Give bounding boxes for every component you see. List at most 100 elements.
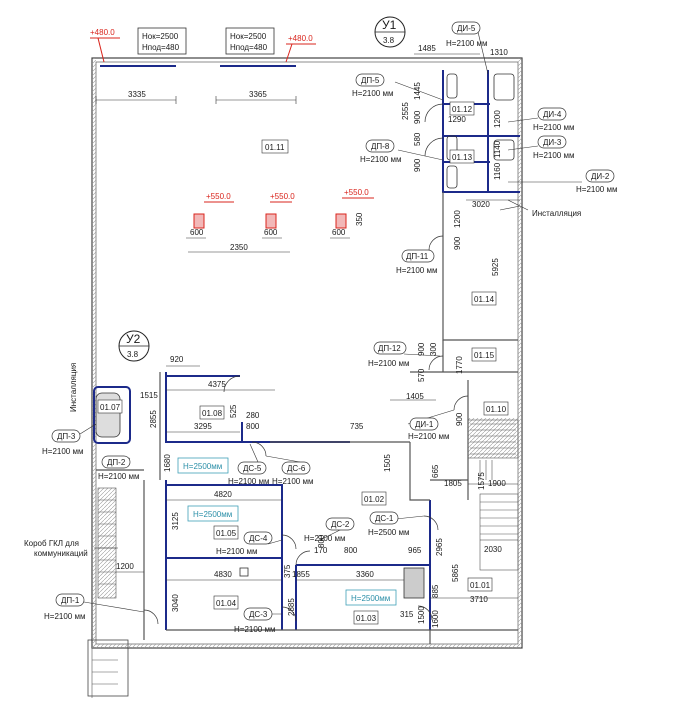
door-ds5-name: ДС-5 xyxy=(243,464,262,473)
dim-315: 315 xyxy=(400,610,414,619)
door-ds2-name: ДС-2 xyxy=(331,520,350,529)
dim-2030: 2030 xyxy=(484,545,502,554)
dim-570: 570 xyxy=(417,368,426,382)
door-di5-height: Н=2100 мм xyxy=(446,39,487,48)
ceiling-tag-1: Н=2500мм xyxy=(183,462,222,471)
leader-lines xyxy=(79,31,582,615)
dim-5865: 5865 xyxy=(451,564,460,582)
stair-right xyxy=(467,419,519,571)
ceiling-tag-2: Н=2500мм xyxy=(193,510,232,519)
header-right-line2: Нпод=480 xyxy=(230,43,268,52)
door-dp2-height: Н=2100 мм xyxy=(98,472,139,481)
dim-1505: 1505 xyxy=(383,454,392,472)
dim-900-c: 900 xyxy=(453,236,462,250)
mark-480-left: +480.0 xyxy=(90,28,115,37)
room-numbers: 01.11 01.12 01.13 01.14 01.15 01.10 01.0… xyxy=(97,101,509,625)
door-dp8-name: ДП-8 xyxy=(371,142,390,151)
room-0112: 01.12 xyxy=(452,105,473,114)
room-0115: 01.15 xyxy=(474,351,495,360)
dim-1485: 1485 xyxy=(418,44,436,53)
dim-3365: 3365 xyxy=(249,90,267,99)
room-0105: 01.05 xyxy=(216,529,237,538)
dim-3360: 3360 xyxy=(356,570,374,579)
dim-2350: 2350 xyxy=(230,243,248,252)
dim-4375: 4375 xyxy=(208,380,226,389)
door-ds4-height: Н=2100 мм xyxy=(216,547,257,556)
dim-1500: 1500 xyxy=(417,606,426,624)
door-dp3-height: Н=2100 мм xyxy=(42,447,83,456)
dim-1405: 1405 xyxy=(406,392,424,401)
door-di4-name: ДИ-4 xyxy=(543,110,562,119)
notes: Инсталляция Инсталляция Короб ГКЛ для ко… xyxy=(24,209,581,558)
room-0103: 01.03 xyxy=(356,614,377,623)
header-box-right: Нок=2500 Нпод=480 xyxy=(225,27,275,55)
dim-885: 885 xyxy=(431,584,440,598)
dim-900-e: 900 xyxy=(455,412,464,426)
door-ds6-name: ДС-6 xyxy=(287,464,306,473)
dim-1515: 1515 xyxy=(140,391,158,400)
door-ds2-height: Н=2100 мм xyxy=(304,534,345,543)
mark-550-b: +550.0 xyxy=(270,192,295,201)
door-dp12-name: ДП-12 xyxy=(378,344,401,353)
dim-600-a: 600 xyxy=(190,228,204,237)
dim-375: 375 xyxy=(283,564,292,578)
dim-350: 350 xyxy=(355,212,364,226)
door-ds5-height: Н=2100 мм xyxy=(228,477,269,486)
dim-800-a: 800 xyxy=(246,422,260,431)
dim-170: 170 xyxy=(314,546,328,555)
room-0110: 01.10 xyxy=(486,405,507,414)
door-di2-height: Н=2100 мм xyxy=(576,185,617,194)
section-u2-name: У2 xyxy=(126,332,141,346)
dim-1855: 1855 xyxy=(292,570,310,579)
header-left-line1: Нок=2500 xyxy=(142,32,179,41)
dim-1200-c: 1200 xyxy=(116,562,134,571)
section-u1-name: У1 xyxy=(382,18,397,32)
dim-1200: 1200 xyxy=(493,110,502,128)
ceiling-tag-3: Н=2500мм xyxy=(351,594,390,603)
dim-5925: 5925 xyxy=(491,258,500,276)
door-dp8-height: Н=2100 мм xyxy=(360,155,401,164)
door-dp3-name: ДП-3 xyxy=(57,432,76,441)
door-di1-height: Н=2100 мм xyxy=(408,432,449,441)
door-dp5-name: ДП-5 xyxy=(361,76,380,85)
dim-4830: 4830 xyxy=(214,570,232,579)
room-0102: 01.02 xyxy=(364,495,385,504)
dim-800-c: 800 xyxy=(344,546,358,555)
door-di3-name: ДИ-3 xyxy=(543,138,562,147)
ceiling-tags: Н=2500мм Н=2500мм Н=2500мм xyxy=(177,457,397,606)
door-ds3-name: ДС-3 xyxy=(249,610,268,619)
section-marker-u1: У1 3.8 xyxy=(374,16,406,48)
door-dp5-height: Н=2100 мм xyxy=(352,89,393,98)
mark-550-c: +550.0 xyxy=(344,188,369,197)
dim-1805: 1805 xyxy=(444,479,462,488)
door-dp1-height: Н=2100 мм xyxy=(44,612,85,621)
section-u1-scale: 3.8 xyxy=(383,36,395,45)
dim-1310: 1310 xyxy=(490,48,508,57)
dim-3295: 3295 xyxy=(194,422,212,431)
room-0113: 01.13 xyxy=(452,153,473,162)
dim-920: 920 xyxy=(170,355,184,364)
section-u2-scale: 3.8 xyxy=(127,350,139,359)
note-gkl-line2: коммуникаций xyxy=(34,549,88,558)
note-installation-left: Инсталляция xyxy=(69,363,78,412)
dim-1680: 1680 xyxy=(163,454,172,472)
elevation-marks: +480.0 +480.0 +550.0 +550.0 +550.0 xyxy=(90,28,369,201)
door-di2-name: ДИ-2 xyxy=(591,172,610,181)
door-dp1-name: ДП-1 xyxy=(61,596,80,605)
door-labels: ДП-5 Н=2100 мм ДИ-5 Н=2100 мм ДИ-4 Н=210… xyxy=(42,21,617,634)
dim-735: 735 xyxy=(350,422,364,431)
room-0111: 01.11 xyxy=(265,143,285,152)
door-dp11-name: ДП-11 xyxy=(406,252,429,261)
dim-600-c: 600 xyxy=(332,228,346,237)
dim-2555: 2555 xyxy=(401,102,410,120)
mark-480-right: +480.0 xyxy=(288,34,313,43)
dim-3335: 3335 xyxy=(128,90,146,99)
wall-hatching xyxy=(92,58,522,648)
room-0101: 01.01 xyxy=(470,581,491,590)
dim-525: 525 xyxy=(229,404,238,418)
room-0108: 01.08 xyxy=(202,409,223,418)
dim-1160: 1160 xyxy=(493,162,502,180)
dim-2855: 2855 xyxy=(149,410,158,428)
dim-580: 580 xyxy=(413,132,422,146)
entrance-stair xyxy=(91,648,118,698)
